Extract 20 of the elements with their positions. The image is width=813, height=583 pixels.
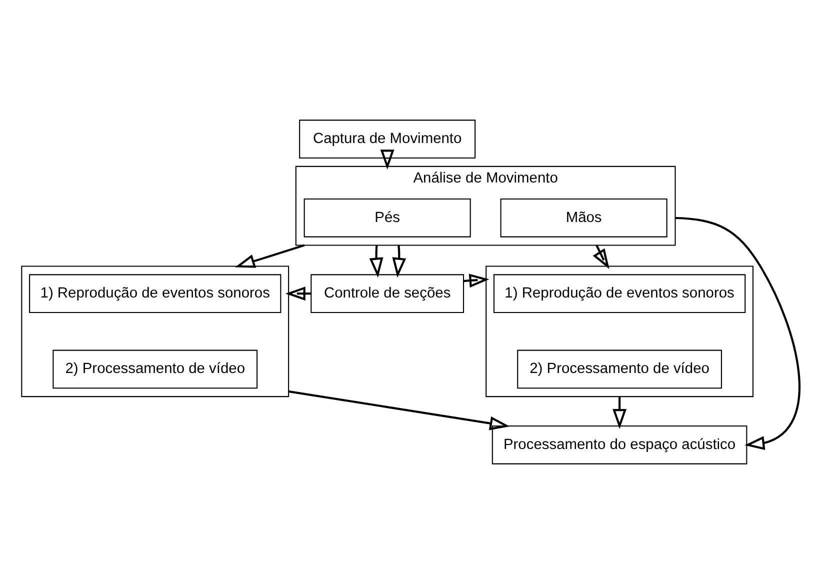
node-box: 1) Reprodução de eventos sonoros [29, 274, 282, 313]
arrow [235, 244, 305, 268]
arrow [285, 286, 312, 300]
cluster [21, 265, 290, 397]
node-box: Controle de seções [310, 274, 464, 313]
node-box: Processamento do espaço acústico [492, 424, 748, 464]
arrow [463, 273, 490, 288]
arrow [288, 390, 510, 430]
arrow [380, 149, 394, 170]
node-box: 2) Processamento de vídeo [52, 349, 258, 388]
arrow [392, 244, 406, 278]
arrow [592, 244, 610, 268]
node-box: 1) Reprodução de eventos sonoros [493, 274, 746, 313]
arrow [675, 216, 800, 450]
arrow [612, 396, 627, 429]
node-box: Pés [304, 198, 471, 237]
cluster [486, 265, 754, 397]
arrow [369, 244, 384, 278]
node-box: 2) Processamento de vídeo [517, 349, 722, 388]
node-box: Mãos [500, 198, 668, 237]
